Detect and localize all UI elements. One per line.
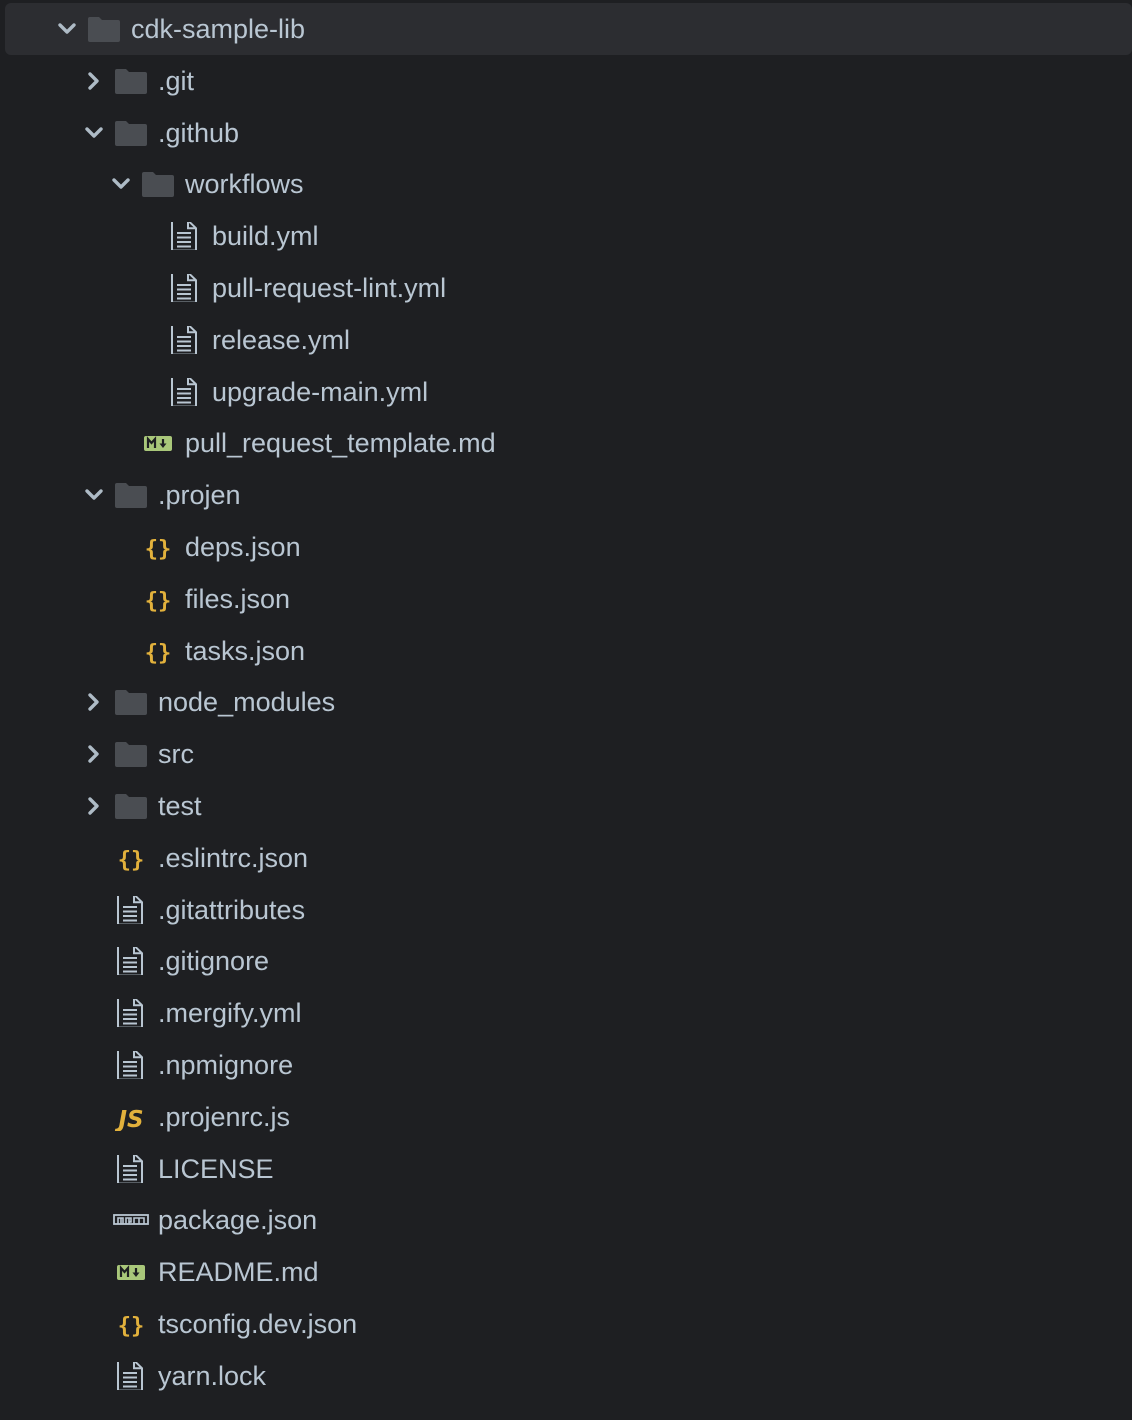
tree-item-label: yarn.lock (158, 1360, 267, 1391)
folder-icon (113, 792, 149, 820)
folder-icon (113, 740, 149, 768)
svg-text:{}: {} (145, 589, 172, 613)
file-row-gitignore[interactable]: .gitignore (0, 935, 1132, 987)
text-file-icon (113, 893, 149, 926)
tree-item-label: .github (158, 117, 240, 148)
folder-icon (113, 688, 149, 716)
tree-item-label: tasks.json (185, 635, 306, 666)
text-file-icon (167, 219, 203, 252)
tree-item-label: files.json (185, 583, 291, 614)
tree-item-label: upgrade-main.yml (212, 376, 429, 407)
tree-item-label: node_modules (158, 687, 336, 718)
folder-row-node-modules[interactable]: node_modules (0, 676, 1132, 728)
chevron-right-icon[interactable] (84, 692, 104, 712)
text-file-icon (113, 1152, 149, 1185)
file-row-files-json[interactable]: {} files.json (0, 573, 1132, 625)
tree-item-label: LICENSE (158, 1153, 274, 1184)
svg-text:{}: {} (145, 537, 172, 561)
file-row-deps-json[interactable]: {} deps.json (0, 521, 1132, 573)
file-row-gitattributes[interactable]: .gitattributes (0, 884, 1132, 936)
folder-icon (86, 15, 122, 43)
folder-icon (140, 170, 176, 198)
tree-item-label: pull_request_template.md (185, 428, 496, 459)
file-row-npmignore[interactable]: .npmignore (0, 1039, 1132, 1091)
file-row-tasks-json[interactable]: {} tasks.json (0, 625, 1132, 677)
chevron-right-icon[interactable] (84, 71, 104, 91)
folder-icon (113, 481, 149, 509)
tree-item-label: .npmignore (158, 1049, 294, 1080)
folder-row-test[interactable]: test (0, 780, 1132, 832)
folder-row-github[interactable]: .github (0, 107, 1132, 159)
tree-item-label: .eslintrc.json (158, 842, 309, 873)
svg-text:JS: JS (114, 1107, 143, 1131)
file-row-readme-md[interactable]: README.md (0, 1246, 1132, 1298)
json-icon: {} (113, 1310, 149, 1339)
svg-text:{}: {} (118, 848, 145, 872)
chevron-down-icon[interactable] (84, 123, 104, 143)
file-row-build-yml[interactable]: build.yml (0, 210, 1132, 262)
tree-item-label: .gitignore (158, 946, 270, 977)
tree-item-label: workflows (185, 169, 304, 200)
tree-item-label: .projenrc.js (158, 1101, 291, 1132)
folder-row-workflows[interactable]: workflows (0, 158, 1132, 210)
javascript-icon: JS (113, 1103, 149, 1133)
text-file-icon (113, 1048, 149, 1081)
tree-item-label: cdk-sample-lib (131, 14, 306, 44)
tree-item-label: deps.json (185, 531, 301, 562)
tree-item-label: pull-request-lint.yml (212, 272, 447, 303)
svg-text:{}: {} (145, 641, 172, 665)
tree-item-label: .git (158, 65, 195, 96)
chevron-down-icon[interactable] (57, 19, 77, 39)
text-file-icon (167, 323, 203, 356)
folder-row-src[interactable]: src (0, 728, 1132, 780)
file-row-pull-request-template-md[interactable]: pull_request_template.md (0, 417, 1132, 469)
text-file-icon (113, 996, 149, 1029)
npm-icon (113, 1206, 149, 1234)
markdown-icon (113, 1258, 149, 1286)
tree-item-label: .projen (158, 480, 241, 511)
tree-item-label: release.yml (212, 324, 351, 355)
markdown-icon (140, 429, 176, 457)
tree-item-label: package.json (158, 1205, 318, 1236)
tree-item-label: .gitattributes (158, 894, 306, 925)
json-icon: {} (140, 585, 176, 614)
folder-icon (113, 119, 149, 147)
text-file-icon (167, 271, 203, 304)
svg-text:{}: {} (118, 1314, 145, 1338)
file-row-upgrade-main-yml[interactable]: upgrade-main.yml (0, 366, 1132, 418)
tree-item-label: tsconfig.dev.json (158, 1308, 358, 1339)
file-row-license[interactable]: LICENSE (0, 1143, 1132, 1195)
tree-item-label: build.yml (212, 221, 319, 252)
tree-item-label: README.md (158, 1257, 319, 1288)
text-file-icon (113, 1359, 149, 1392)
chevron-right-icon[interactable] (84, 744, 104, 764)
chevron-down-icon[interactable] (111, 174, 131, 194)
tree-item-label: src (158, 739, 194, 770)
folder-row-cdk-sample-lib[interactable]: cdk-sample-lib (0, 3, 1132, 55)
file-row-yarn-lock[interactable]: yarn.lock (0, 1350, 1132, 1402)
json-icon: {} (140, 637, 176, 666)
folder-row-projen[interactable]: .projen (0, 469, 1132, 521)
file-row-tsconfig-dev-json[interactable]: {} tsconfig.dev.json (0, 1298, 1132, 1350)
text-file-icon (167, 375, 203, 408)
text-file-icon (113, 944, 149, 977)
file-row-release-yml[interactable]: release.yml (0, 314, 1132, 366)
file-row-mergify-yml[interactable]: .mergify.yml (0, 987, 1132, 1039)
file-row-projenrc-js[interactable]: JS .projenrc.js (0, 1091, 1132, 1143)
json-icon: {} (113, 844, 149, 873)
chevron-right-icon[interactable] (84, 796, 104, 816)
chevron-down-icon[interactable] (84, 485, 104, 505)
tree-item-label: .mergify.yml (158, 998, 302, 1029)
file-row-eslintrc-json[interactable]: {} .eslintrc.json (0, 832, 1132, 884)
file-explorer-tree: cdk-sample-lib .git .github workflows build.… (0, 3, 1132, 1402)
file-row-package-json[interactable]: package.json (0, 1194, 1132, 1246)
folder-row-git[interactable]: .git (0, 55, 1132, 107)
folder-icon (113, 67, 149, 95)
tree-item-label: test (158, 790, 202, 821)
json-icon: {} (140, 533, 176, 562)
file-row-pull-request-lint-yml[interactable]: pull-request-lint.yml (0, 262, 1132, 314)
